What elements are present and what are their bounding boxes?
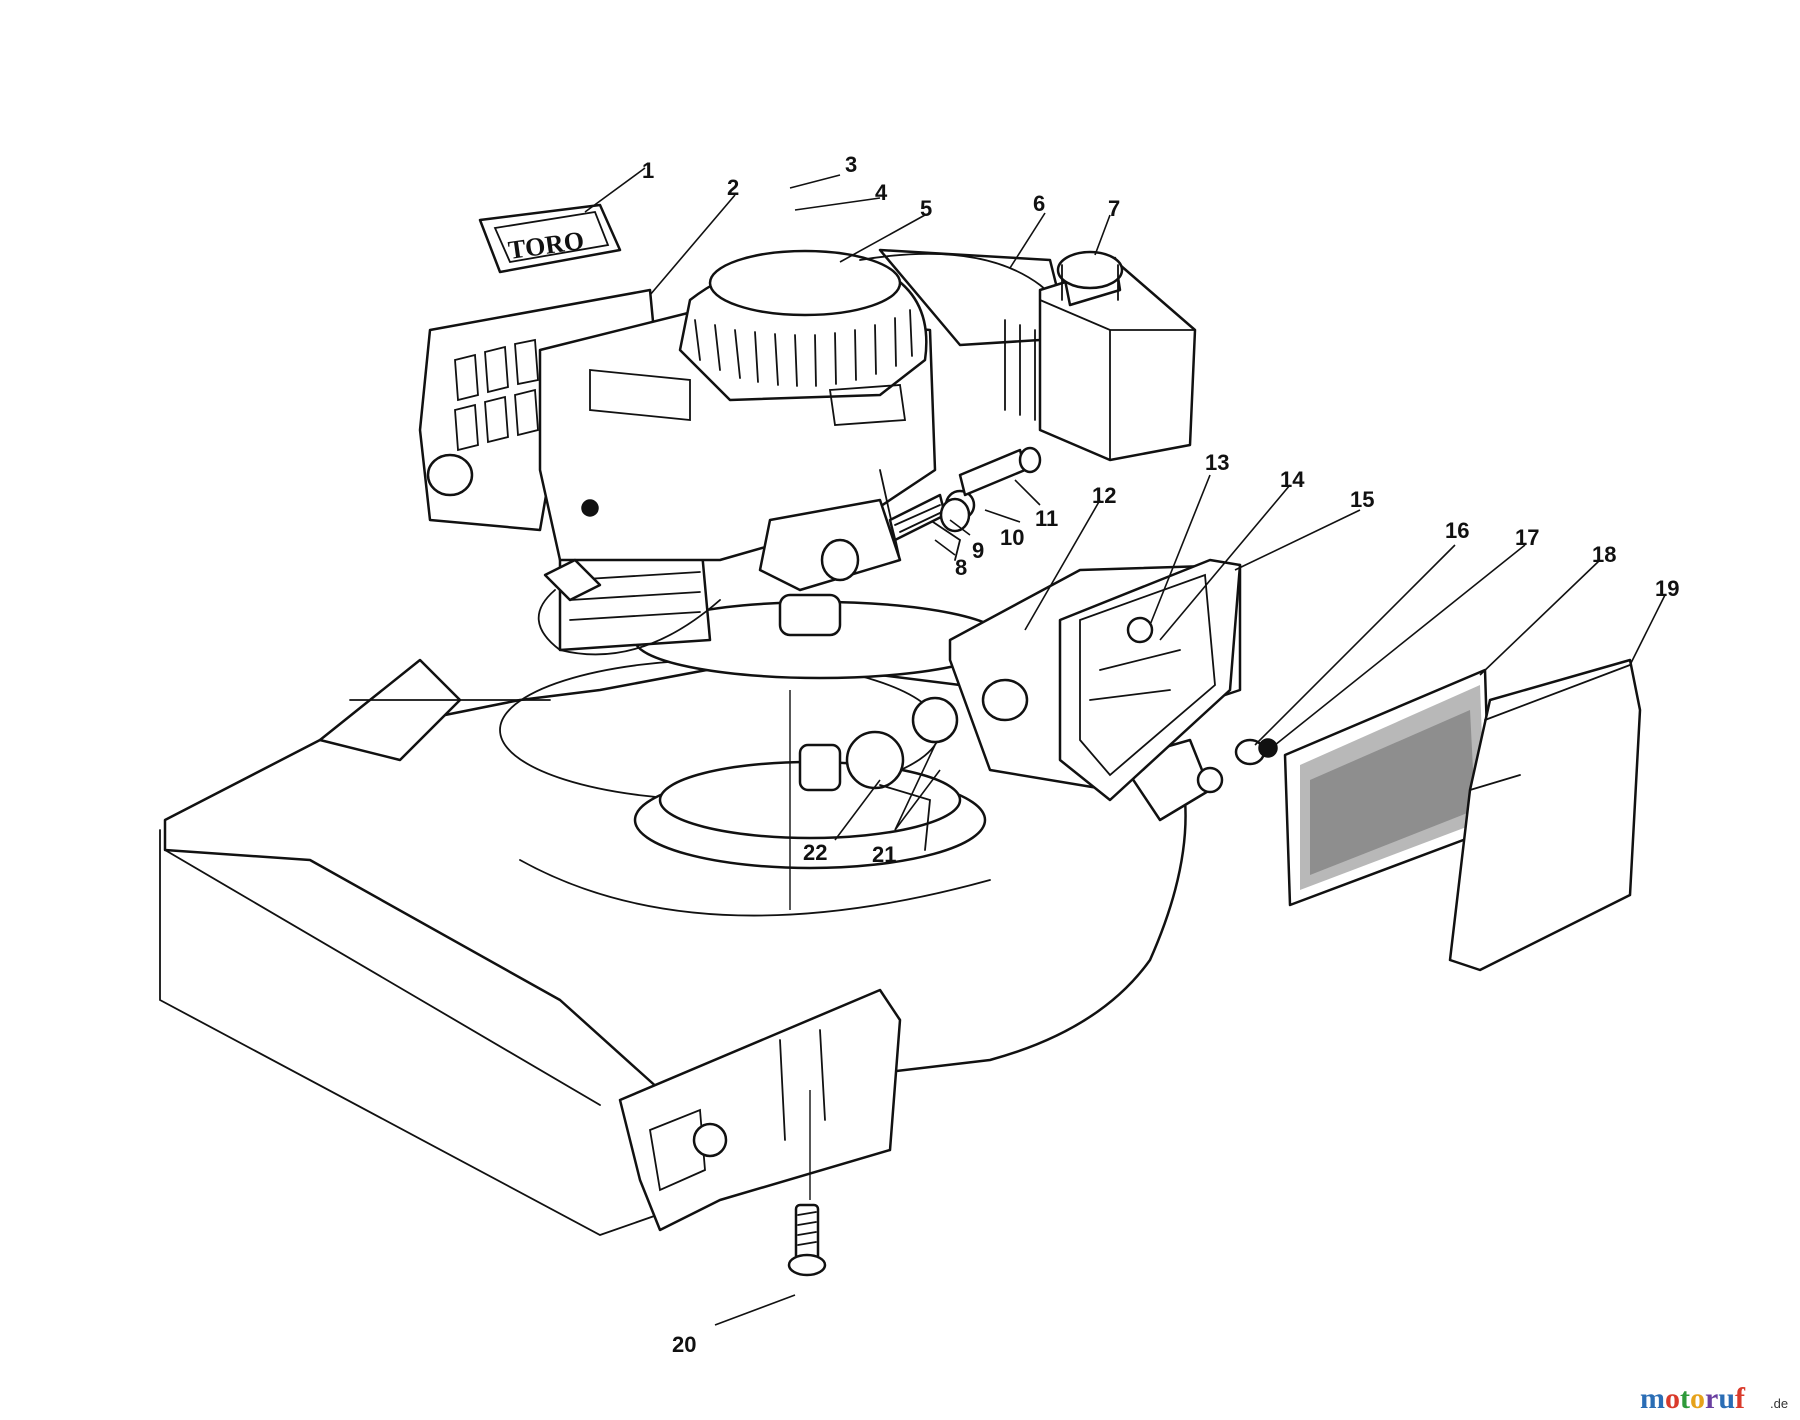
callout-4: 4 xyxy=(875,180,888,205)
callout-5: 5 xyxy=(920,196,932,221)
watermark-letter: f xyxy=(1735,1382,1746,1415)
callout-12: 12 xyxy=(1092,483,1116,508)
callout-22: 22 xyxy=(803,840,827,865)
air-cleaner-body xyxy=(948,558,1242,802)
filter-element xyxy=(1234,668,1492,907)
watermark-suffix: .de xyxy=(1770,1396,1788,1411)
callout-labels: 1 2 3 4 5 6 7 8 9 10 11 12 13 14 15 16 1… xyxy=(642,152,1679,1357)
callout-11: 11 xyxy=(1035,506,1058,531)
carb-parts xyxy=(845,446,1042,851)
fuel-tank xyxy=(859,248,1197,462)
callout-17: 17 xyxy=(1515,525,1539,550)
callout-7: 7 xyxy=(1108,196,1120,221)
callout-2: 2 xyxy=(727,175,739,200)
watermark-letter: m xyxy=(1640,1382,1665,1415)
callout-20: 20 xyxy=(672,1332,696,1357)
watermark-letter: u xyxy=(1718,1382,1735,1415)
watermark-logo: motoruf .de xyxy=(1640,1382,1788,1415)
callout-15: 15 xyxy=(1350,487,1374,512)
callout-9: 9 xyxy=(972,538,984,563)
watermark-text: motoruf xyxy=(1640,1382,1746,1415)
callout-10: 10 xyxy=(1000,525,1024,550)
callout-1: 1 xyxy=(642,158,654,183)
callout-21: 21 xyxy=(872,842,896,867)
callout-3: 3 xyxy=(845,152,857,177)
callout-16: 16 xyxy=(1445,518,1469,543)
watermark-letter: o xyxy=(1690,1382,1705,1415)
callout-18: 18 xyxy=(1592,542,1616,567)
callout-6: 6 xyxy=(1033,191,1045,216)
watermark-letter: r xyxy=(1705,1382,1718,1415)
air-cleaner-cover xyxy=(1448,658,1642,972)
callout-14: 14 xyxy=(1280,467,1305,492)
watermark-letter: o xyxy=(1665,1382,1680,1415)
callout-19: 19 xyxy=(1655,576,1679,601)
watermark-letter: t xyxy=(1680,1382,1690,1415)
toro-badge: TORO xyxy=(478,203,622,274)
callout-13: 13 xyxy=(1205,450,1229,475)
blade-bolt xyxy=(787,1090,827,1277)
engine-assembly xyxy=(418,249,1007,680)
callout-8: 8 xyxy=(955,555,967,580)
mower-deck xyxy=(159,658,1224,1236)
leader-lines xyxy=(584,167,1666,1326)
